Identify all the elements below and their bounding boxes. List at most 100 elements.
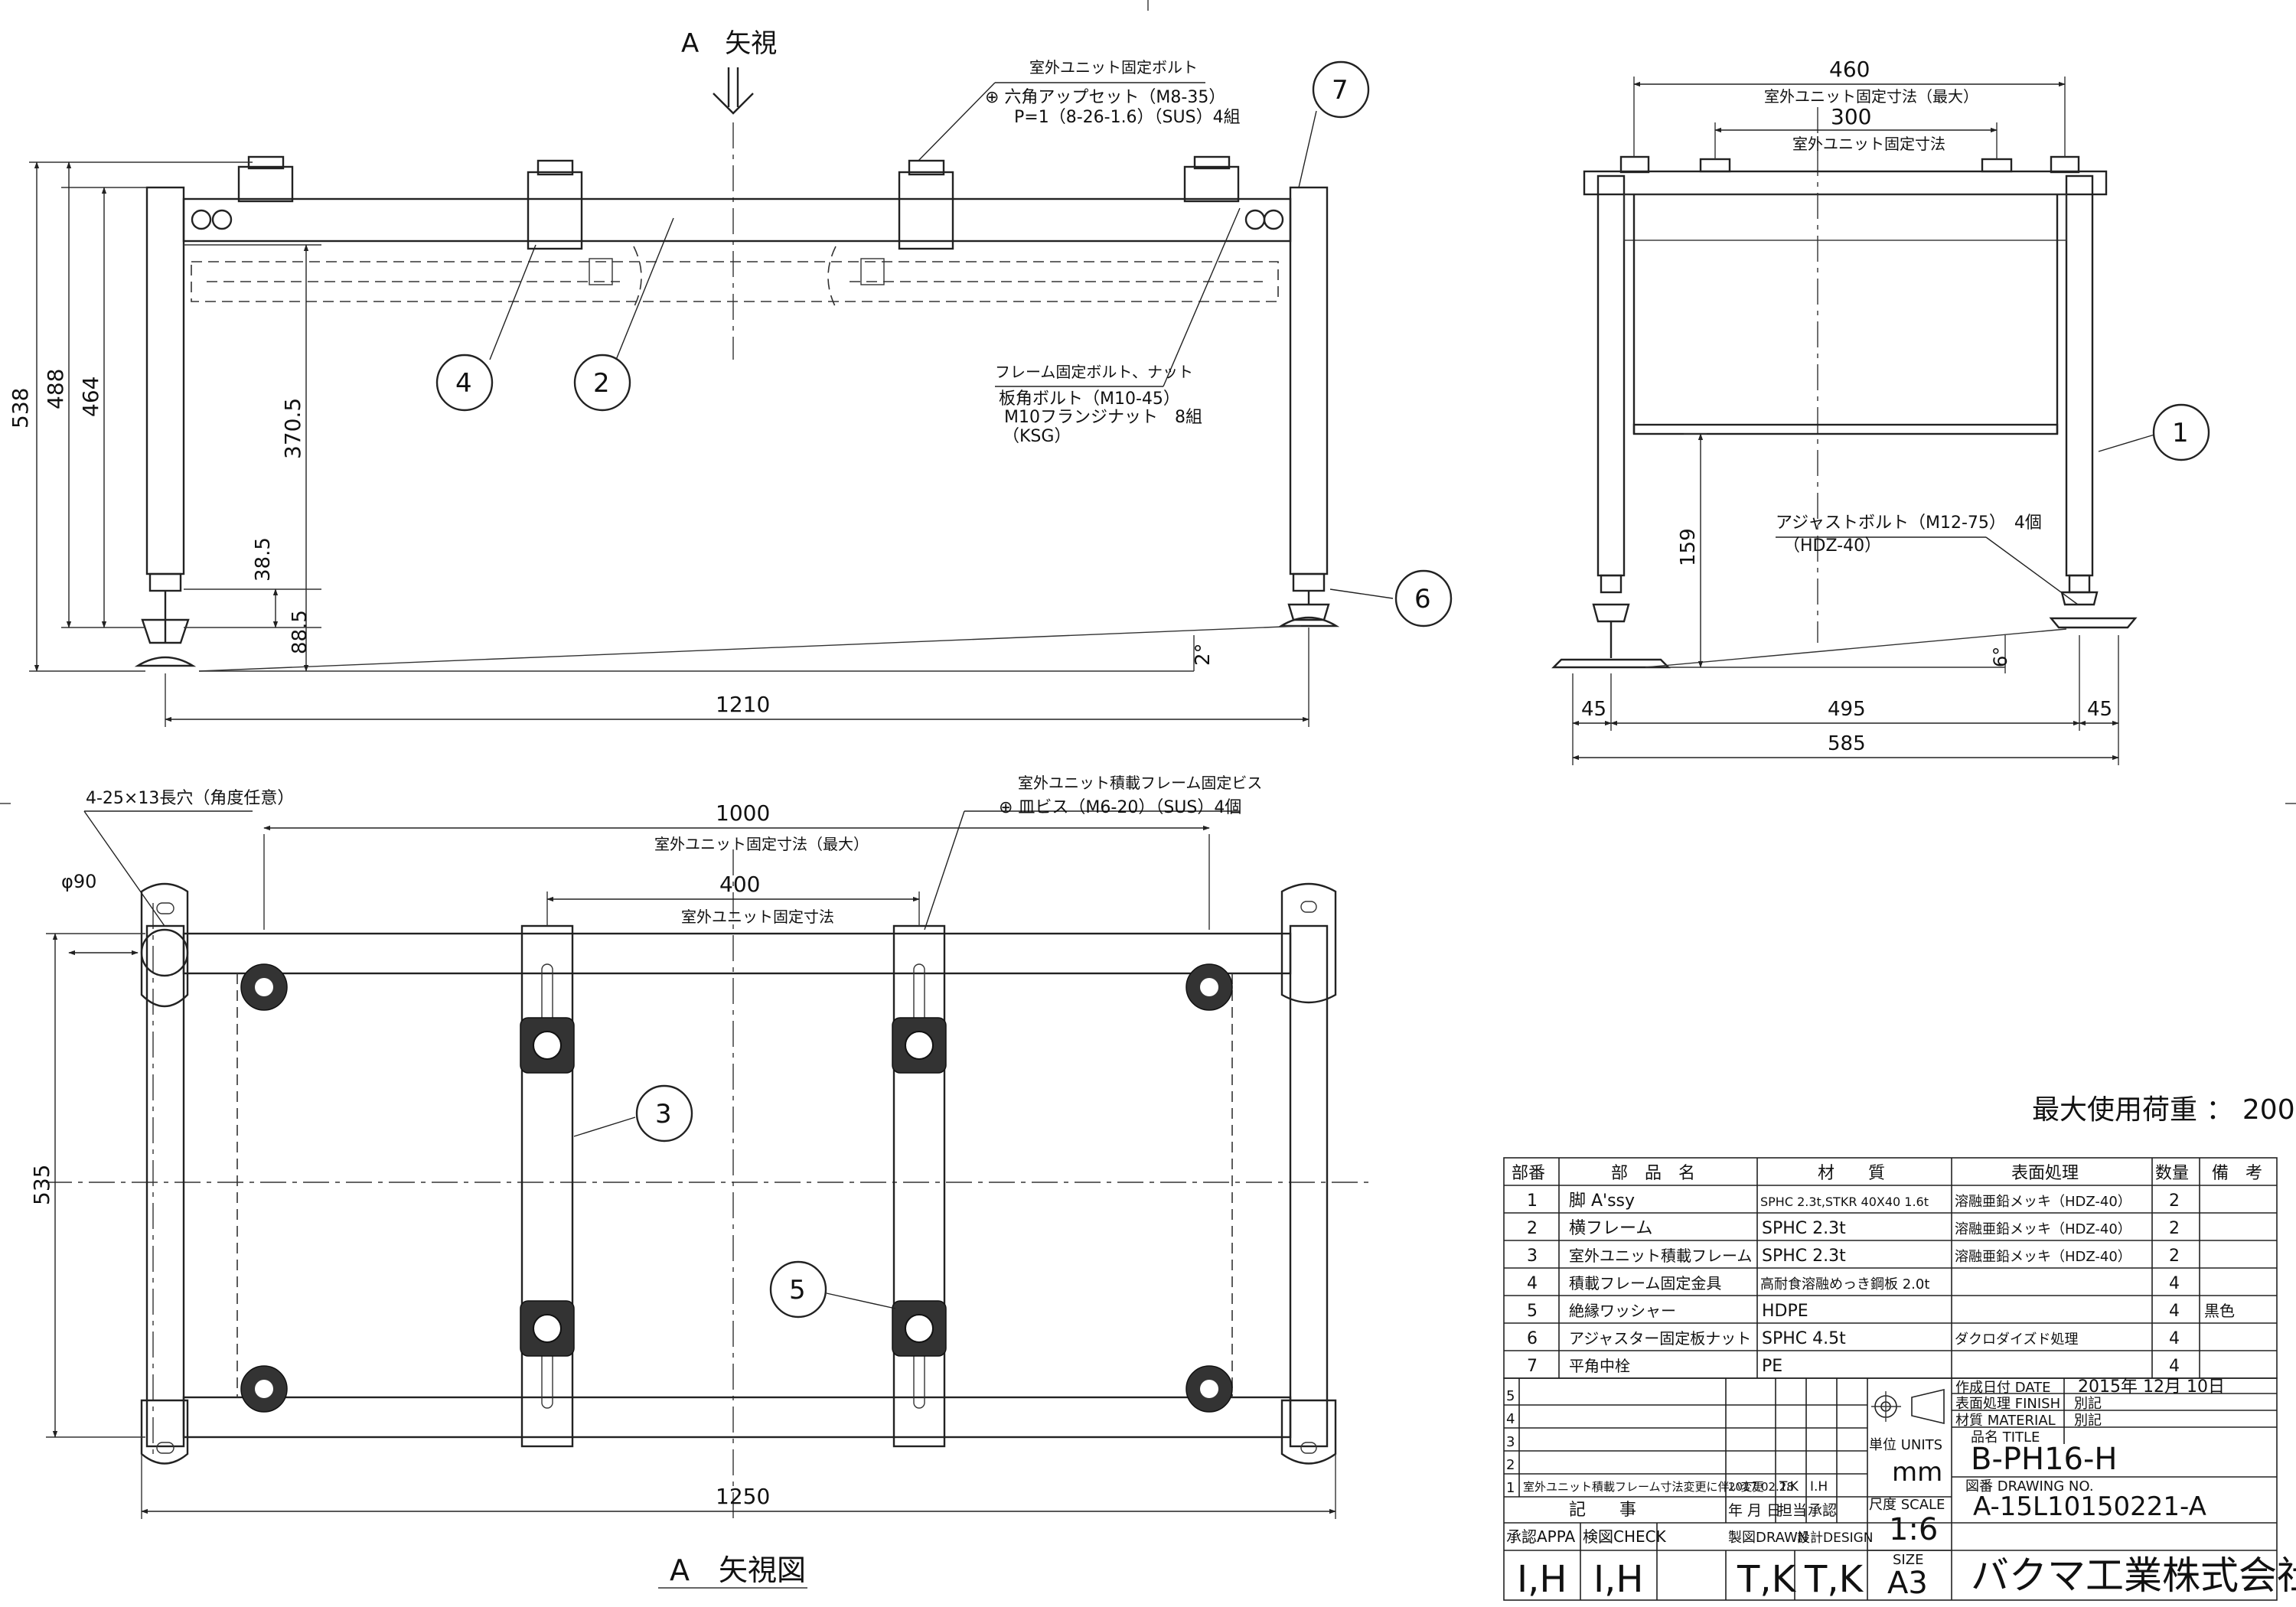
appr-value-check: I,H: [1593, 1558, 1644, 1601]
frame-screw-line1: ⊕ 皿ビス（M6-20）（SUS）4個: [999, 798, 1241, 817]
dim-535: 535: [29, 1165, 54, 1205]
horizontal-frame: [182, 197, 1292, 243]
dim-1210: 1210: [716, 692, 770, 717]
finish-value: 別記: [2074, 1396, 2102, 1412]
parts-no: 5: [1527, 1302, 1538, 1321]
phi90-label: φ90: [61, 871, 96, 892]
frame-bolt-line1: 板角ボルト（M10-45）: [999, 390, 1180, 409]
dim-88-5: 88.5: [289, 610, 311, 654]
dim-1250: 1250: [716, 1484, 770, 1509]
balloon-2: [573, 354, 631, 412]
adjuster-right: [1277, 572, 1340, 627]
unit-bolt-title: 室外ユニット固定ボルト: [1029, 58, 1198, 77]
revision-grid: [1504, 1378, 1868, 1600]
parts-qty: 4: [2169, 1329, 2180, 1348]
scale-value: 1:6: [1889, 1512, 1938, 1547]
parts-finish: ダクロダイズド処理: [1955, 1332, 2078, 1348]
rev-mark: 4: [1506, 1411, 1515, 1427]
parts-name: 室外ユニット積載フレーム: [1569, 1247, 1752, 1265]
dim-6deg: 6°: [1990, 647, 2011, 667]
balloon-6: [1394, 569, 1453, 627]
appr-label-appa: 承認APPA: [1506, 1527, 1576, 1546]
parts-name: アジャスター固定板ナット: [1569, 1329, 1751, 1348]
front-view: A 矢視: [8, 28, 1453, 727]
svg-text:3: 3: [655, 1099, 672, 1129]
parts-list: 部番 部 品 名 材 質 表面処理 数量 備 考 1 脚 A'ssy SPHC …: [1503, 1157, 2278, 1379]
side-leg-left: [1596, 174, 1626, 577]
svg-text:7: 7: [1332, 75, 1349, 106]
leg-right: [1289, 186, 1329, 575]
svg-text:6: 6: [1414, 584, 1431, 614]
drawing-no-label: 図番 DRAWING NO.: [1965, 1478, 2094, 1495]
parts-no: 4: [1527, 1274, 1538, 1293]
parts-name: 積載フレーム固定金具: [1569, 1274, 1721, 1292]
material-value: 別記: [2074, 1413, 2102, 1429]
rev-head-appr: 承認: [1808, 1502, 1837, 1519]
size-value: A3: [1887, 1566, 1928, 1601]
top-frame-front: [182, 932, 1292, 975]
dim-300: 300: [1831, 104, 1871, 129]
parts-material: SPHC 2.3t: [1762, 1247, 1846, 1266]
top-view-title: A 矢視図: [670, 1553, 806, 1587]
frame-bolt-line3: （KSG）: [1003, 427, 1071, 446]
adjust-bolt-line1: アジャストボルト（M12-75） 4個: [1776, 513, 2042, 533]
dim-538: 538: [8, 388, 33, 429]
rev-mark: 5: [1506, 1388, 1515, 1404]
dim-464: 464: [78, 376, 103, 417]
dim-38-5: 38.5: [252, 537, 275, 582]
rev-head-date: 年 月 日: [1728, 1502, 1781, 1519]
parts-material: HDPE: [1762, 1302, 1808, 1321]
rev-mark: 1: [1506, 1480, 1515, 1496]
appr-label-design: 設計DESIGN: [1797, 1530, 1874, 1546]
frame-screw-title: 室外ユニット積載フレーム固定ビス: [1018, 774, 1262, 792]
unit-bolt-line1: ⊕ 六角アップセット（M8-35）: [985, 88, 1225, 107]
parts-name: 平角中栓: [1569, 1357, 1630, 1375]
parts-name: 横フレーム: [1569, 1219, 1652, 1238]
size-label: SIZE: [1893, 1552, 1923, 1568]
adjust-bolt-line2: （HDZ-40）: [1783, 536, 1881, 556]
balloon-1: [2152, 403, 2210, 461]
parts-name: 脚 A'ssy: [1569, 1191, 1635, 1211]
drawing-no: A-15L10150221-A: [1973, 1491, 2206, 1522]
projection-symbol-icon: [1871, 1388, 1945, 1425]
rev-head-by: 担当: [1778, 1502, 1807, 1519]
rev-mark: 2: [1506, 1457, 1515, 1473]
slot-note: 4-25×13長穴（角度任意）: [86, 789, 294, 808]
parts-material: 高耐食溶融めっき鋼板 2.0t: [1760, 1276, 1929, 1292]
parts-header-note: 備 考: [2212, 1164, 2262, 1183]
sheet-border: [0, 0, 2296, 804]
dim-159: 159: [1677, 528, 1700, 566]
insulating-washer-group: [520, 1017, 947, 1357]
parts-qty: 4: [2169, 1274, 2180, 1293]
unit-bolt-line2: P=1（8-26-1.6）（SUS）4組: [1014, 108, 1241, 127]
unit-frame-left: [520, 924, 574, 1448]
parts-no: 6: [1527, 1329, 1538, 1348]
balloon-3: [635, 1084, 693, 1143]
parts-qty: 2: [2169, 1219, 2180, 1238]
dim-1000: 1000: [716, 800, 770, 826]
corner-nut-group: [240, 963, 1233, 1413]
svg-text:5: 5: [789, 1275, 806, 1305]
parts-qty: 2: [2169, 1191, 2180, 1211]
dim-488: 488: [43, 369, 68, 409]
rev1-desc: 室外ユニット積載フレーム寸法変更に伴い変更: [1523, 1480, 1764, 1494]
parts-material: SPHC 2.3t,STKR 40X40 1.6t: [1760, 1195, 1929, 1209]
parts-header-material: 材 質: [1818, 1164, 1885, 1183]
bracket-group: [237, 155, 1240, 250]
dim-300-label: 室外ユニット固定寸法: [1792, 135, 1945, 153]
parts-no: 3: [1527, 1247, 1538, 1266]
parts-finish: 溶融亜鉛メッキ（HDZ-40）: [1955, 1221, 2131, 1237]
max-load: 最大使用荷重 ： 200kg: [2032, 1094, 2296, 1126]
rev1-by: T.K: [1779, 1479, 1799, 1495]
scale-label: 尺度 SCALE: [1869, 1497, 1945, 1513]
balloon-4: [435, 354, 494, 412]
dim-400: 400: [719, 872, 760, 897]
units-value: mm: [1892, 1457, 1942, 1488]
finish-label: 表面処理 FINISH: [1955, 1396, 2060, 1412]
approval-grid: [1580, 1523, 1795, 1600]
parts-material: SPHC 2.3t: [1762, 1219, 1846, 1238]
appr-label-drawn: 製図DRAWN: [1728, 1530, 1808, 1546]
company-name: バクマ工業株式会社: [1971, 1553, 2296, 1598]
title-label: 品名 TITLE: [1971, 1429, 2040, 1446]
